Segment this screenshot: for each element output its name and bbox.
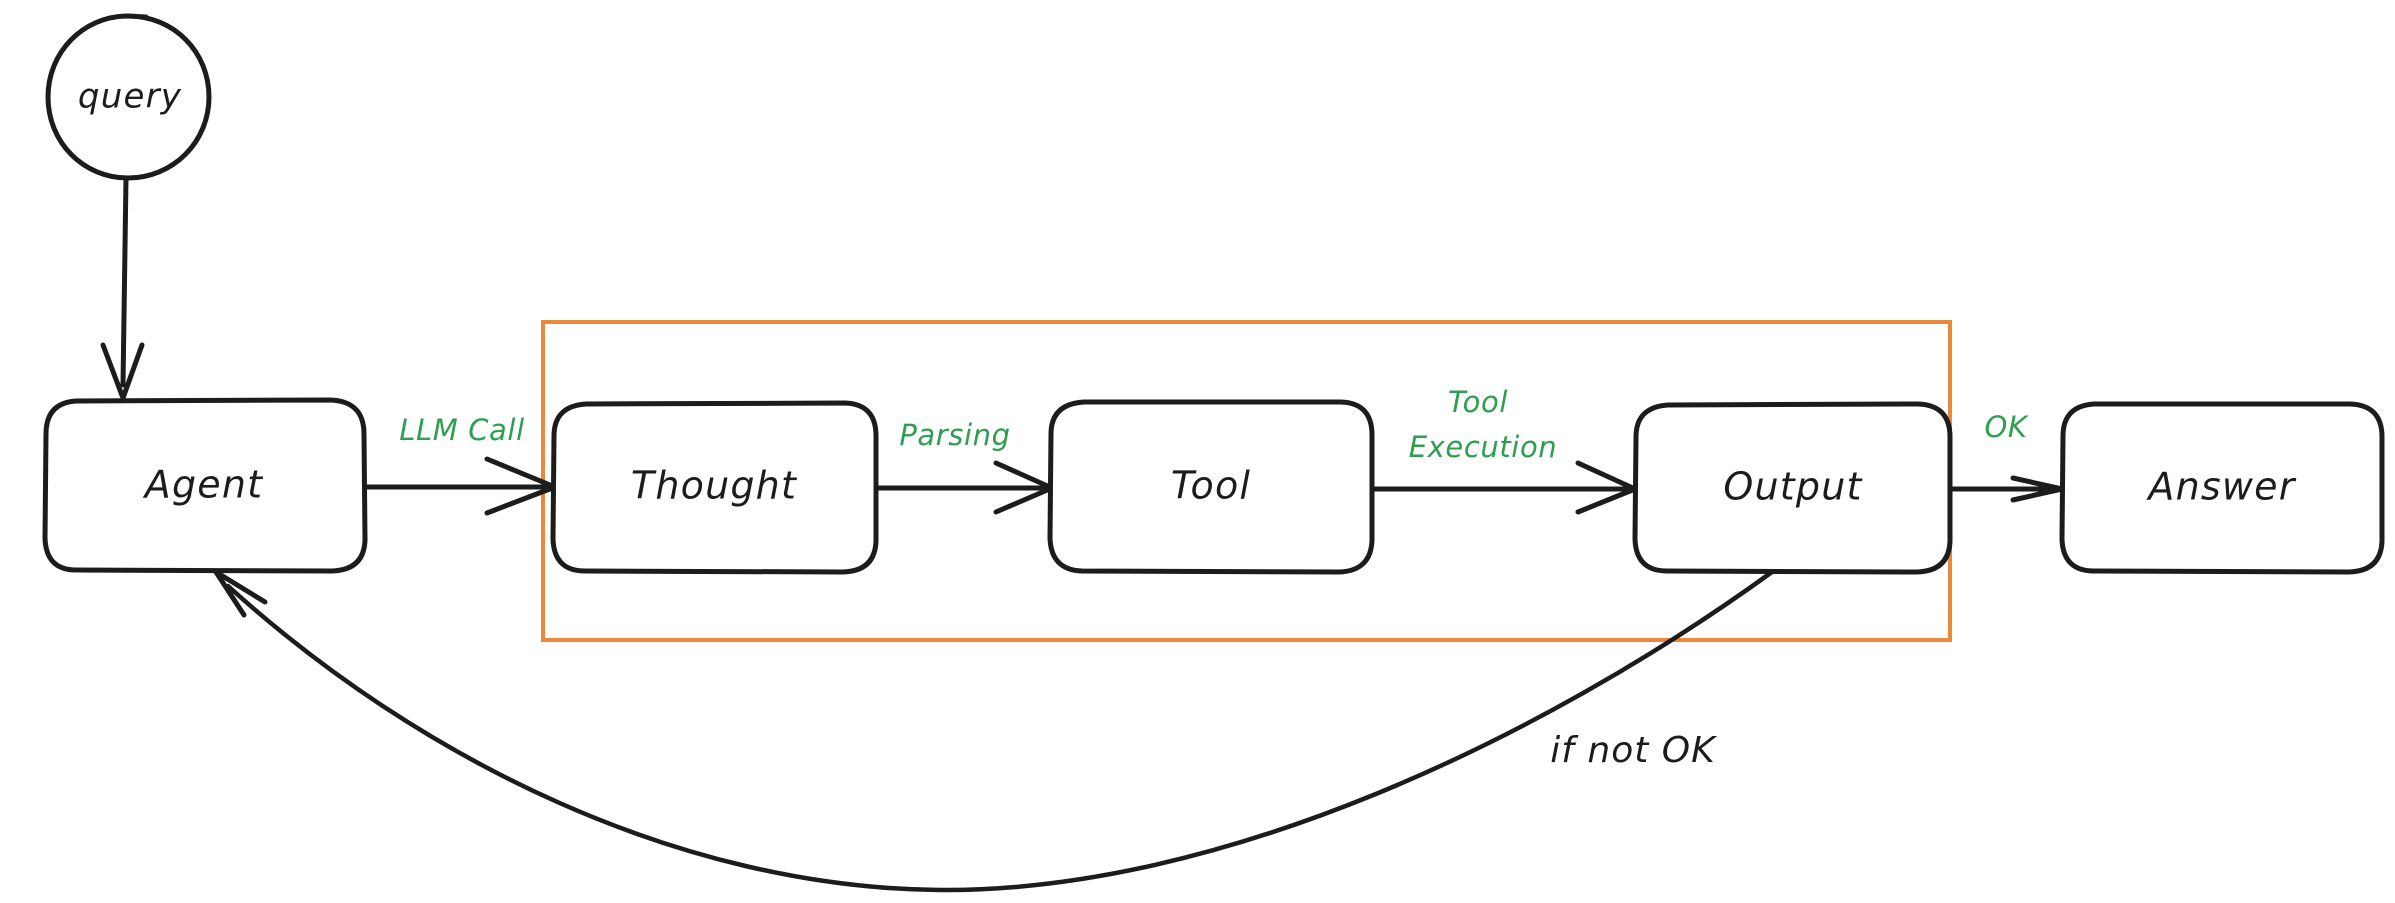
edge-tool-to-output: Tool Execution	[1371, 385, 1638, 515]
node-tool-label: Tool	[1171, 464, 1251, 508]
output-box-shape	[1632, 401, 1953, 575]
agent-box-shape	[42, 397, 368, 574]
node-answer[interactable]: Answer	[2059, 401, 2385, 575]
node-tool[interactable]: Tool	[1047, 399, 1375, 575]
node-output[interactable]: Output	[1632, 401, 1953, 575]
edge-label-llm-call: LLM Call	[399, 413, 525, 447]
edge-query-agent-arrowhead	[100, 342, 145, 401]
thought-box-shape	[550, 400, 879, 575]
edge-query-agent-line	[120, 175, 129, 388]
node-thought[interactable]: Thought	[550, 400, 879, 575]
node-query-label: query	[78, 77, 182, 117]
node-agent[interactable]: Agent	[42, 397, 368, 574]
tool-box-shape	[1047, 399, 1375, 575]
answer-box-shape	[2059, 401, 2385, 575]
node-agent-label: Agent	[142, 463, 264, 507]
edge-label-ok: OK	[1984, 410, 2028, 444]
edge-label-parsing: Parsing	[899, 418, 1010, 452]
edge-thought-to-tool: Parsing	[875, 418, 1055, 515]
edge-agent-to-thought: LLM Call	[364, 413, 558, 516]
node-thought-label: Thought	[631, 464, 798, 508]
edge-label-tool-execution-line1: Tool	[1448, 385, 1508, 419]
edge-output-to-answer: OK	[1949, 410, 2065, 503]
edge-label-if-not-ok: if not OK	[1550, 730, 1717, 771]
node-query[interactable]: query	[45, 13, 212, 181]
edge-feedback-arrowhead	[213, 569, 268, 618]
edge-feedback-curve	[225, 569, 1775, 893]
node-output-label: Output	[1723, 465, 1863, 509]
edge-label-tool-execution-line2: Execution	[1409, 430, 1558, 464]
node-answer-label: Answer	[2145, 465, 2296, 509]
edge-output-to-agent-feedback: if not OK	[213, 569, 1775, 893]
edge-query-to-agent	[100, 175, 145, 401]
